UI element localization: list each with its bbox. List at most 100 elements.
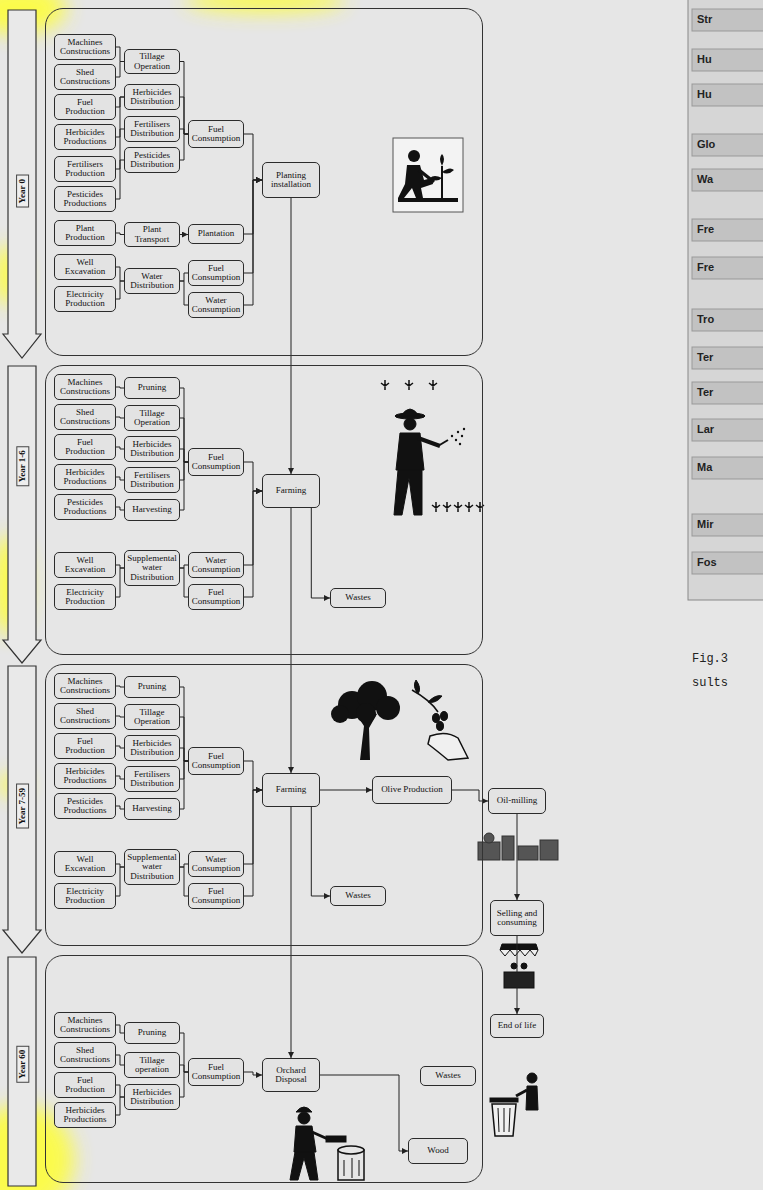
oil-mill-icon [502,836,514,860]
process-box: Herbicides Productions [54,464,116,490]
lumberjack-icon [344,1158,359,1178]
process-box: Fuel Production [54,434,116,460]
shop-icon [504,972,534,988]
process-box: Planting installation [262,162,320,198]
process-box: Plantation [188,224,244,244]
connector [180,687,188,761]
box-label: Machines Constructions [57,378,113,397]
year-label: Year 0 [16,175,29,208]
process-box: Water Consumption [188,292,244,318]
box-label: Fuel Production [57,737,113,756]
process-box: Well Excavation [54,254,116,280]
process-box: Fuel Consumption [188,120,244,148]
spraying-farmer-icon [381,380,484,515]
box-label: Herbicides Distribution [127,88,177,107]
results-table-fragment [692,347,763,369]
box-label: Fertilisers Distribution [127,770,177,789]
box-label: Selling and consuming [493,909,541,928]
connector [180,1072,188,1097]
connector [116,686,124,687]
box-label: Tillage Operation [127,409,177,428]
oil-mill-icon [518,846,538,860]
spraying-farmer-icon [404,418,416,430]
connector [180,388,188,462]
connector [180,281,188,305]
connector [180,717,188,761]
stage-panel: Year 1-6Machines ConstructionsShed Const… [45,365,483,655]
process-box: Pesticides Productions [54,186,116,212]
planting-icon [408,150,420,162]
highlight-overlay [185,0,345,12]
results-table-fragment [692,84,763,106]
connector [180,62,188,135]
spraying-farmer-icon [461,435,463,437]
spraying-farmer-icon [451,435,453,437]
connector [116,281,124,299]
connector [116,62,124,78]
box-label: Electricity Production [57,887,113,906]
connector [116,233,124,235]
process-box: Pruning [124,1022,180,1044]
box-label: Plant Production [57,224,113,243]
process-box: Herbicides Distribution [124,436,180,462]
trash-bin-icon [526,1086,538,1110]
process-box: Herbicides Distribution [124,735,180,761]
box-label: Herbicides Productions [57,468,113,487]
lumberjack-icon [290,1107,364,1180]
connector [116,267,124,281]
shop-icon [521,963,527,969]
year-arrow [3,366,41,663]
box-label: Fuel Consumption [191,453,241,472]
process-box: Electricity Production [54,584,116,610]
trash-bin-icon [490,1073,538,1136]
connector [180,867,188,896]
planting-icon [398,165,433,198]
process-box: Fuel Consumption [188,448,244,476]
olive-harvest-hand-icon [428,733,468,760]
year-arrow [3,10,41,1186]
process-box: Tillage operation [124,1052,180,1078]
connector [180,134,188,160]
planting-icon [442,168,454,173]
spraying-farmer-icon [394,470,422,515]
box-label: Herbicides Distribution [127,739,177,758]
box-label: Farming [265,486,317,495]
box-label: Pesticides Productions [57,797,113,816]
box-label: Supplemental water Distribution [127,853,177,881]
results-table-fragment [692,134,763,156]
box-label: Wastes [333,593,383,602]
results-table-fragment [692,169,763,191]
process-box: Fertilisers Production [54,156,116,182]
process-box: Machines Constructions [54,34,116,60]
connector [180,97,188,134]
planting-icon [393,138,463,212]
year-label: Year 1-6 [16,446,29,486]
box-label: Oil-milling [491,796,543,805]
spraying-farmer-icon [432,502,484,512]
connector [116,387,124,388]
box-label: Wood [411,1146,465,1155]
trash-bin-icon [492,1104,516,1136]
box-label: Pesticides Distribution [127,151,177,170]
box-label: Tillage operation [127,1056,177,1075]
results-table-fragment [692,552,763,574]
process-box: Tillage Operation [124,405,180,431]
box-label: Water Consumption [191,556,241,575]
table-cell: Ter [697,386,713,398]
box-label: Harvesting [127,804,177,813]
connector [291,508,292,773]
process-box: Fuel Consumption [188,747,244,775]
box-label: Shed Constructions [57,68,113,87]
process-box: Fertilisers Distribution [124,116,180,142]
process-box: Fuel Production [54,1072,116,1098]
process-box: Machines Constructions [54,374,116,400]
process-box: Pesticides Productions [54,793,116,819]
process-box: Water Consumption [188,552,244,578]
results-table-fragment [692,309,763,331]
connector [116,1055,124,1065]
process-box: Herbicides Productions [54,763,116,789]
process-box: Fertilisers Distribution [124,766,180,792]
oil-mill-icon [484,833,494,843]
connector [244,180,262,305]
shop-icon [500,944,538,988]
